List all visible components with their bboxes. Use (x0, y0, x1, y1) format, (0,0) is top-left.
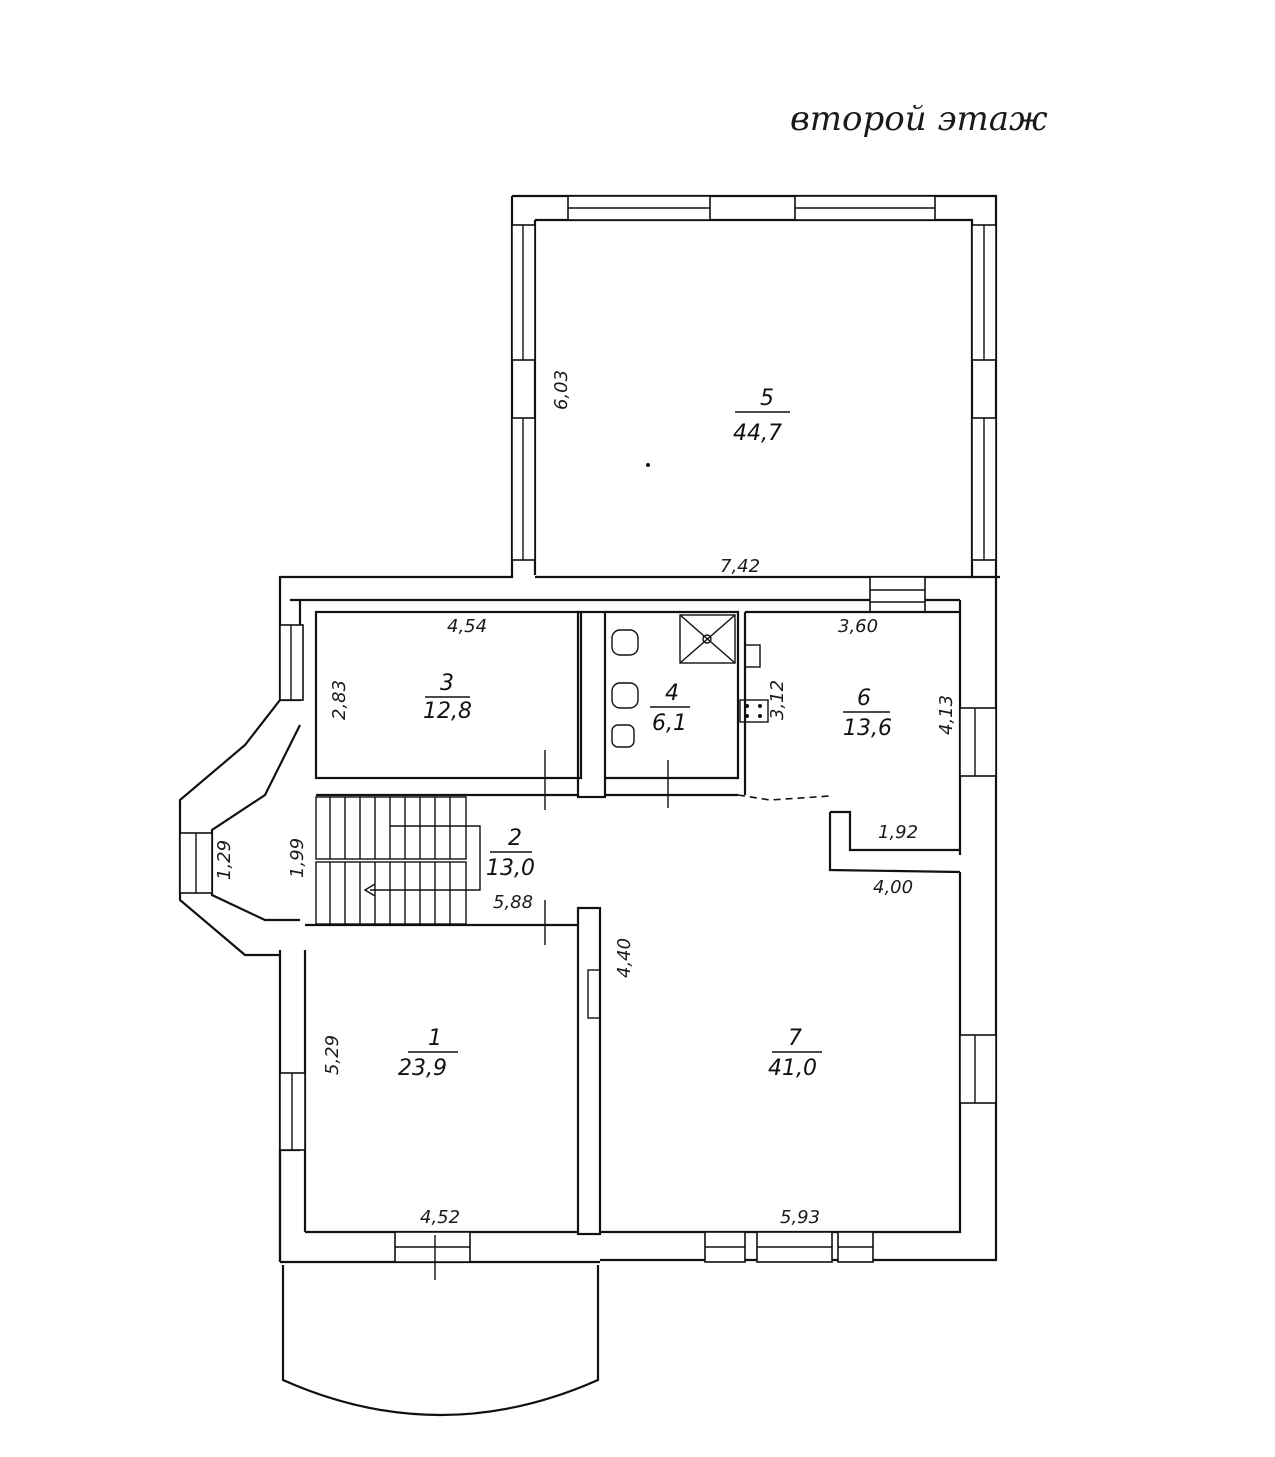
room-6-label: 6 13,6 (843, 686, 892, 741)
dim-r5-height: 6,03 (551, 370, 572, 410)
room-6-number: 6 (857, 686, 871, 711)
room-4-label: 4 6,1 (650, 681, 690, 736)
room-5-number: 5 (760, 386, 774, 411)
dim-stair-bottom: 5,88 (493, 892, 533, 913)
room-5-label: 5 44,7 (646, 386, 790, 467)
room-7-area: 41,0 (768, 1056, 817, 1081)
dim-r6-left: 3,12 (767, 680, 788, 720)
staircase (315, 796, 481, 925)
sanitary-fixtures (611, 614, 736, 748)
dim-r1-height: 5,29 (322, 1035, 343, 1075)
dim-r1-bottom: 4,52 (420, 1207, 460, 1228)
dim-r7-top: 4,00 (873, 877, 913, 898)
room-2-area: 13,0 (486, 856, 535, 881)
dim-r3-width: 4,54 (447, 616, 487, 637)
room-2-number: 2 (508, 826, 522, 851)
dim-r7-left: 4,40 (614, 938, 635, 978)
room-3-number: 3 (440, 671, 454, 696)
room-7-label: 7 41,0 (768, 1026, 822, 1081)
dim-r6-bottom: 1,92 (878, 822, 918, 843)
room-7-number: 7 (788, 1026, 802, 1051)
balcony (281, 1265, 600, 1417)
room-6-area: 13,6 (843, 716, 892, 741)
main-walls (278, 560, 1000, 1264)
dim-r3-height: 2,83 (329, 680, 350, 720)
dim-bay-width: 1,29 (214, 840, 235, 880)
interior-walls (305, 610, 961, 1236)
dim-bay-depth: 1,99 (287, 838, 308, 878)
kitchen-fixtures (739, 644, 769, 723)
room-3-label: 3 12,8 (423, 671, 472, 724)
dim-r6-top: 3,60 (838, 616, 878, 637)
room-4-number: 4 (665, 681, 679, 706)
room-1-area: 23,9 (398, 1056, 447, 1081)
room-3-area: 12,8 (423, 699, 472, 724)
room-5-area: 44,7 (733, 421, 782, 446)
dim-r5-width: 7,42 (720, 556, 760, 577)
dim-r7-bottom: 5,93 (780, 1207, 820, 1228)
plan-title: второй этаж (790, 99, 1048, 139)
room-5-walls (510, 194, 998, 575)
bay-window (178, 699, 301, 957)
room-1-label: 1 23,9 (398, 1026, 458, 1081)
room-1-number: 1 (428, 1026, 442, 1051)
dimension-ticks (434, 750, 669, 1280)
dim-r6-right: 4,13 (936, 695, 957, 735)
dimension-labels: 7,42 6,03 4,54 2,83 3,60 4,13 3,12 1,92 … (214, 370, 957, 1228)
room-4-area: 6,1 (652, 711, 687, 736)
room-2-label: 2 13,0 (486, 826, 535, 881)
